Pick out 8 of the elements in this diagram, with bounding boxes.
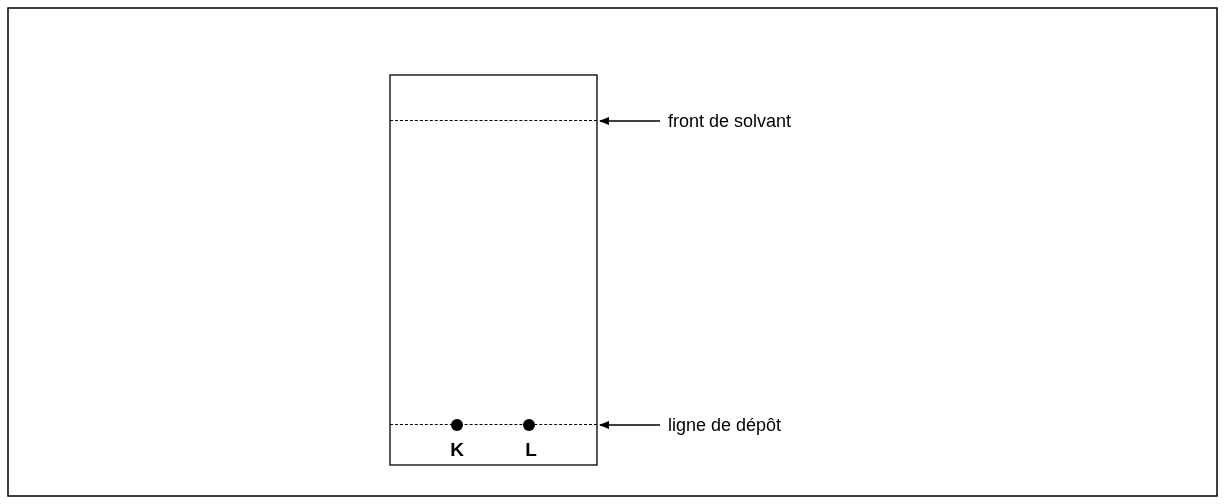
baseline-line bbox=[390, 424, 597, 425]
leader-text: front de solvant bbox=[668, 110, 792, 132]
spot-label: L bbox=[524, 439, 538, 461]
leader-text: ligne de dépôt bbox=[668, 414, 782, 436]
solvent-front-line bbox=[390, 120, 597, 121]
spot-label: K bbox=[449, 439, 465, 461]
leader-arrow bbox=[599, 421, 661, 429]
leader-arrow bbox=[599, 117, 661, 125]
